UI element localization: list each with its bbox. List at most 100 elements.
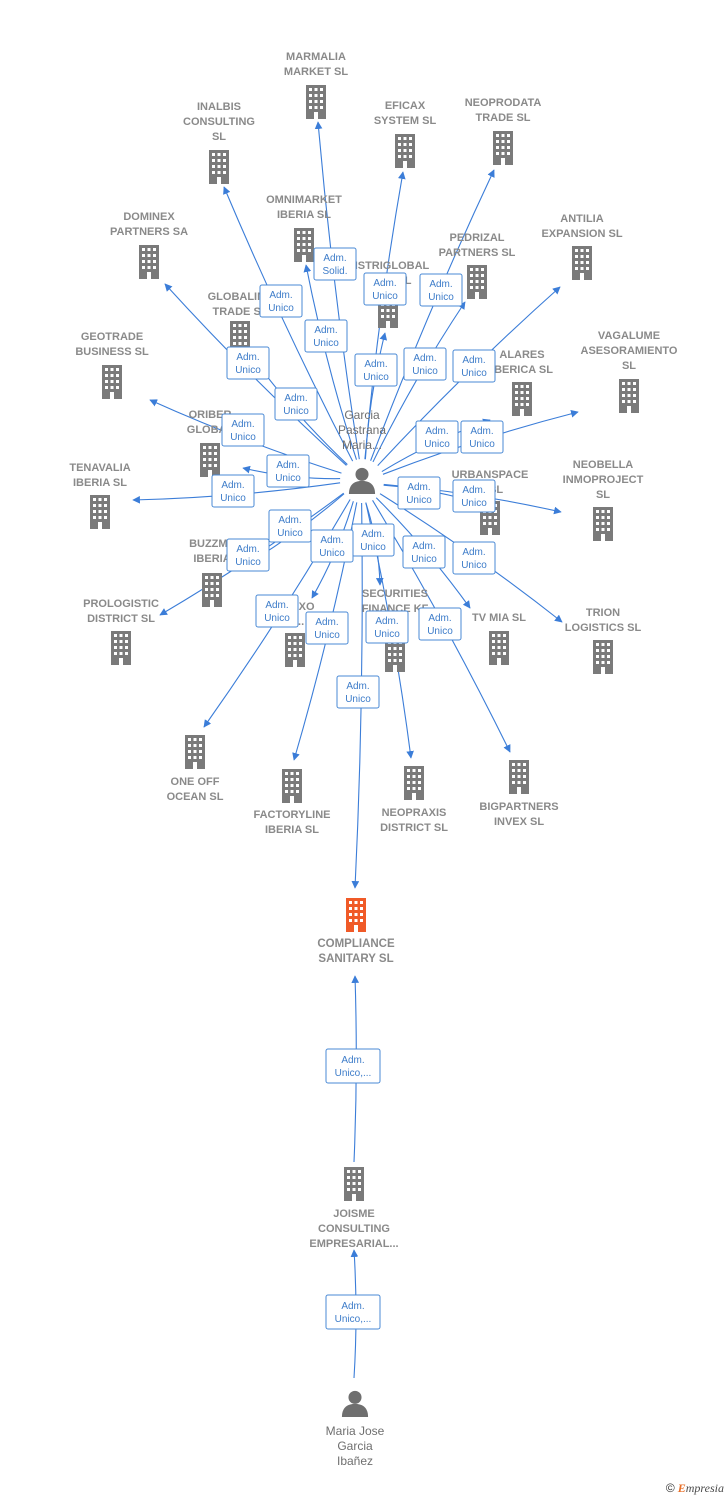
edge-label-trion[interactable]: Adm.Unico: [452, 541, 496, 575]
company-tvmia[interactable]: TV MIA SL: [472, 612, 526, 665]
company-label-line: IBERIA SL: [277, 209, 331, 221]
edge-label-text: Unico: [412, 366, 438, 377]
edge-label-text: Unico: [275, 473, 301, 484]
edge-label-text: Unico: [461, 368, 487, 379]
edge-hub-to-neoprodata: [370, 169, 495, 461]
building-icon: [111, 631, 131, 665]
edge-label-text: Unico: [313, 338, 339, 349]
edge-label-buzzme[interactable]: Adm.Unico: [268, 509, 312, 543]
edge-label-anexo[interactable]: Adm.Unico: [310, 529, 354, 563]
edge-label-antilia[interactable]: Adm.Unico: [452, 349, 496, 383]
building-icon: [282, 769, 302, 803]
edge-label-bigpartners[interactable]: Adm.Unico: [418, 607, 462, 641]
edge-label-neobella[interactable]: Adm.Unico: [452, 479, 496, 513]
edge-label-tenavalia[interactable]: Adm.Unico: [211, 474, 255, 508]
building-icon: [344, 1167, 364, 1201]
edge-label-text: Adm.: [375, 616, 398, 627]
edge-label-omnimarket[interactable]: Adm.Solid.: [313, 247, 357, 281]
edge-label-urbanspace[interactable]: Adm.Unico: [397, 476, 441, 510]
company-label-line: DISTRICT SL: [87, 613, 155, 625]
edge-label-oneoff[interactable]: Adm.Unico: [255, 594, 299, 628]
edge-label-factoryline[interactable]: Adm.Unico: [305, 611, 349, 645]
edge-label-text: Unico: [424, 439, 450, 450]
brand-name: mpresia: [685, 1481, 724, 1495]
company-joisme[interactable]: JOISMECONSULTINGEMPRESARIAL...: [309, 1167, 399, 1250]
edge-label-compliance[interactable]: Adm.Unico: [336, 675, 380, 709]
company-prologistic[interactable]: PROLOGISTIC DISTRICT SL: [83, 598, 159, 665]
edge-label-vagalume[interactable]: Adm.Unico: [460, 420, 504, 454]
edge-hub-to-inalbis: [223, 186, 354, 462]
edge-label-tvmia[interactable]: Adm. Unico: [402, 535, 446, 569]
company-label-line: PROLOGISTIC: [83, 598, 159, 610]
edge-label-eficax[interactable]: Adm. Unico: [354, 353, 398, 387]
company-label-line: NEOBELLA: [573, 459, 634, 471]
edge-label-text: Adm.: [269, 290, 292, 301]
edge-label-joisme-to-compliance[interactable]: Adm.Unico,...: [325, 1048, 381, 1084]
edge-label-dominex[interactable]: Adm.Unico: [226, 346, 270, 380]
edge-label-text: Adm.: [462, 485, 485, 496]
company-label-line: FACTORYLINE: [253, 809, 330, 821]
edge-label-geotrade[interactable]: Adm.Unico: [221, 413, 265, 447]
company-label-line: BUSINESS SL: [75, 346, 149, 358]
edge-label-neoprodata[interactable]: Adm.Unico: [403, 347, 447, 381]
company-label-line: SL: [596, 489, 610, 501]
edge-label-text: Adm.: [265, 600, 288, 611]
building-icon: [209, 150, 229, 184]
edge-label-text: Adm.: [412, 541, 435, 552]
company-label-line: IBERIA: [193, 553, 230, 565]
company-label-line: CONSULTING: [318, 1223, 390, 1235]
building-icon: [90, 495, 110, 529]
edge-label-text: Adm.: [278, 515, 301, 526]
company-label-line: INVEX SL: [494, 816, 544, 828]
company-label-line: EMPRESARIAL...: [309, 1238, 398, 1250]
company-geotrade[interactable]: GEOTRADE BUSINESS SL: [75, 331, 149, 399]
edge-label-alares[interactable]: Adm.Unico: [415, 420, 459, 454]
building-icon: [395, 134, 415, 168]
company-label-line: SYSTEM SL: [374, 115, 437, 127]
edge-label-inalbis[interactable]: Adm.Unico: [259, 284, 303, 318]
edge-label-text: Adm.: [364, 359, 387, 370]
edge-label-marmalia[interactable]: Adm.Unico: [304, 319, 348, 353]
edge-label-text: Adm.: [361, 529, 384, 540]
company-label-line: LOGISTICS SL: [565, 622, 642, 634]
company-label-line: DOMINEX: [123, 211, 175, 223]
person-icon: [348, 467, 376, 494]
edge-label-text: Unico: [363, 372, 389, 383]
edge-label-mariajose-to-joisme[interactable]: Adm.Unico,...: [325, 1294, 381, 1330]
edge-label-oriber[interactable]: Adm.Unico: [266, 454, 310, 488]
edge-label-pedrizal[interactable]: Adm.Unico: [419, 273, 463, 307]
edge-label-securities[interactable]: Adm.Unico: [351, 523, 395, 557]
edge-label-text: Unico: [411, 554, 437, 565]
edge-label-distriglobal[interactable]: Adm.Unico: [363, 272, 407, 306]
company-label-line: GEOTRADE: [81, 331, 143, 343]
building-icon: [512, 382, 532, 416]
person-hub[interactable]: GarciaPastranaMaria...: [338, 408, 386, 494]
person-label-line: Garcia: [337, 1439, 373, 1453]
edge-label-prologistic[interactable]: Adm.Unico: [226, 538, 270, 572]
edge-label-neopraxis[interactable]: Adm.Unico: [365, 610, 409, 644]
company-label-line: MARMALIA: [286, 51, 346, 63]
edge-label-globalinv[interactable]: Adm.Unico: [274, 387, 318, 421]
